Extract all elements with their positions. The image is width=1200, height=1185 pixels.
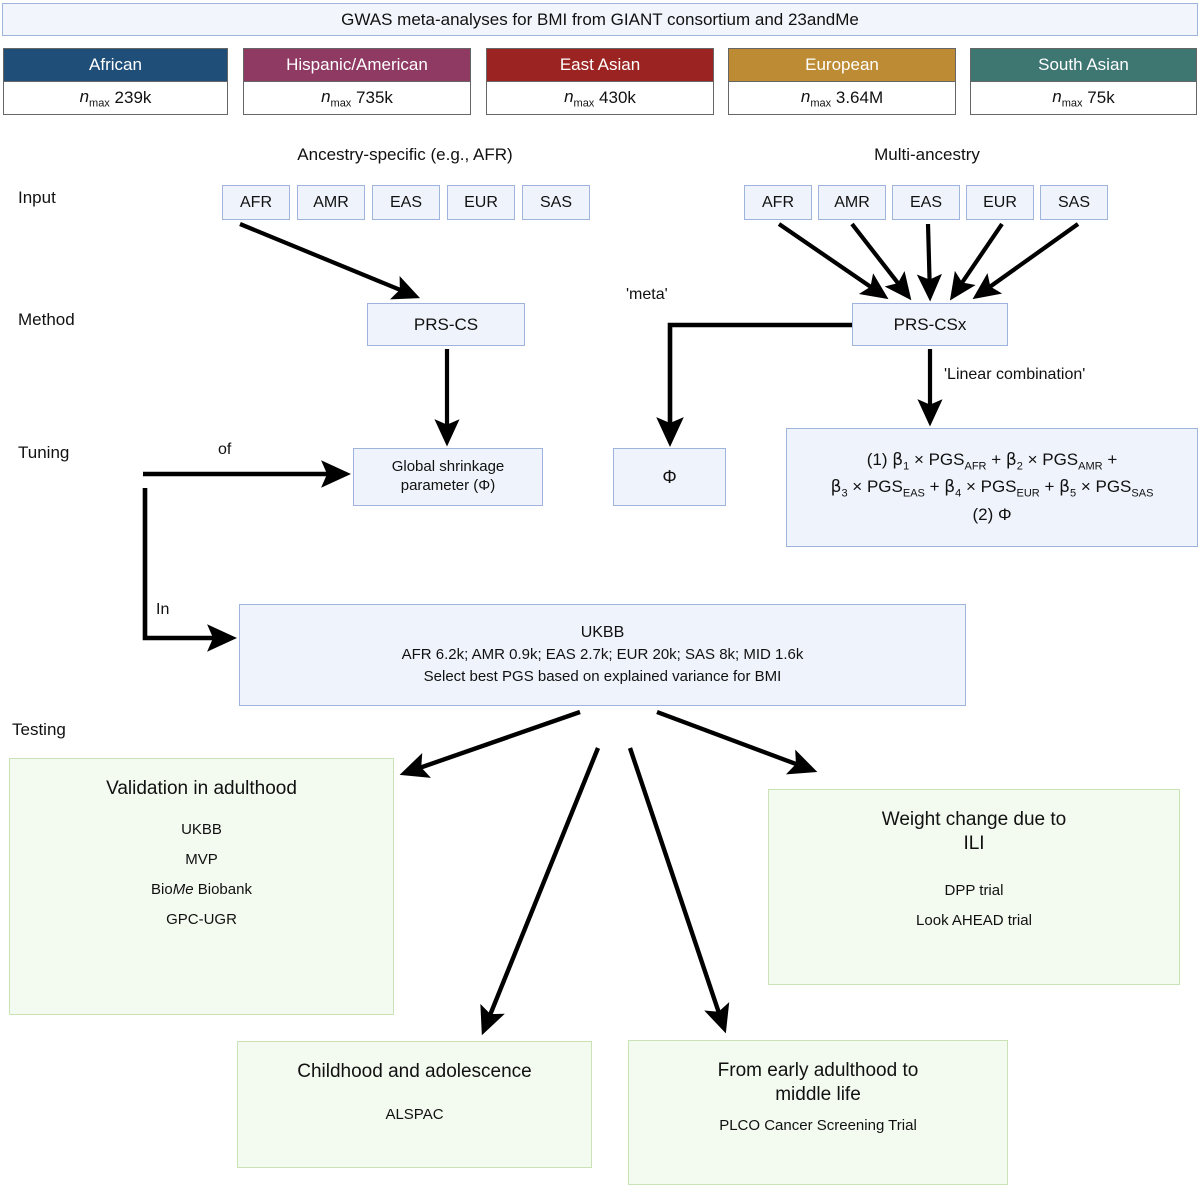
ancestry-column-african: African nmax 239k [3, 48, 228, 115]
ancestry-nmax-african: nmax 239k [3, 82, 228, 115]
ancestry-name-hispanic-american: Hispanic/American [243, 48, 471, 82]
input-chip-amr-multi[interactable]: AMR [818, 185, 886, 220]
input-chip-sas-multi[interactable]: SAS [1040, 185, 1108, 220]
testing-box-title: From early adulthood to middle life [629, 1059, 1007, 1107]
ancestry-name-european: European [728, 48, 956, 82]
input-chip-eur-specific[interactable]: EUR [447, 185, 515, 220]
testing-box-title-line2: middle life [775, 1083, 861, 1105]
formula-line-2: β3 × PGSEAS + β4 × PGSEUR + β5 × PGSSAS [830, 477, 1154, 500]
tuning-box-linear-combination[interactable]: (1) β1 × PGSAFR + β2 × PGSAMR + β3 × PGS… [786, 428, 1198, 547]
arrow-sas-multi-to-prscsx [972, 222, 1080, 300]
nmax-value: 239k [114, 88, 152, 107]
list-item: PLCO Cancer Screening Trial [719, 1116, 917, 1134]
testing-box-title-line1: From early adulthood to [717, 1060, 919, 1081]
nmax-value: 3.64M [835, 88, 884, 107]
ancestry-column-south-asian: South Asian nmax 75k [970, 48, 1197, 115]
testing-box-title-line1: Weight change due to [881, 809, 1067, 830]
list-item: BioMe Biobank [151, 880, 252, 898]
nmax-symbol: nmax [564, 86, 595, 110]
ancestry-name-south-asian: South Asian [970, 48, 1197, 82]
testing-box-title: Weight change due to ILI [769, 808, 1179, 856]
input-chip-afr-specific[interactable]: AFR [222, 185, 290, 220]
arrow-eur-multi-to-prscsx [949, 222, 1004, 301]
nmax-symbol: nmax [321, 86, 352, 110]
input-chip-eur-multi[interactable]: EUR [966, 185, 1034, 220]
arrow-ukbb-to-childhood-adolescence [480, 747, 601, 1036]
formula-line-1: (1) β1 × PGSAFR + β2 × PGSAMR + [866, 449, 1118, 473]
ukbb-counts: AFR 6.2k; AMR 0.9k; EAS 2.7k; EUR 20k; S… [401, 646, 804, 664]
caption-multi-ancestry: Multi-ancestry [874, 145, 980, 164]
row-label-testing: Testing [12, 720, 66, 739]
row-label-tuning: Tuning [18, 443, 70, 462]
testing-box-items: UKBB MVP BioMe Biobank GPC-UGR [10, 815, 393, 935]
biome-italic-me: Me [172, 880, 194, 898]
input-chip-eas-multi[interactable]: EAS [892, 185, 960, 220]
tuning-box-global-shrinkage[interactable]: Global shrinkage parameter (Φ) [353, 448, 543, 506]
testing-box-validation-adulthood[interactable]: Validation in adulthood UKBB MVP BioMe B… [9, 758, 394, 1015]
input-chip-eas-specific[interactable]: EAS [372, 185, 440, 220]
testing-box-early-adulthood-middle-life[interactable]: From early adulthood to middle life PLCO… [628, 1040, 1008, 1185]
nmax-value: 75k [1087, 88, 1115, 107]
ancestry-column-east-asian: East Asian nmax 430k [486, 48, 714, 115]
list-item: MVP [185, 850, 218, 868]
testing-box-childhood-adolescence[interactable]: Childhood and adolescence ALSPAC [237, 1041, 592, 1168]
testing-box-items: PLCO Cancer Screening Trial [629, 1111, 1007, 1141]
row-label-input: Input [18, 188, 56, 207]
arrow-ukbb-to-validation-adulthood [399, 709, 581, 778]
arrow-afr-to-prscs [239, 222, 421, 300]
list-item: GPC-UGR [166, 910, 237, 928]
row-label-method: Method [18, 310, 75, 329]
testing-box-items: ALSPAC [238, 1100, 591, 1130]
ancestry-column-hispanic-american: Hispanic/American nmax 735k [243, 48, 471, 115]
testing-box-title: Validation in adulthood [106, 778, 297, 799]
nmax-value: 430k [599, 88, 636, 107]
ancestry-nmax-south-asian: nmax 75k [970, 82, 1197, 115]
edge-label-in: In [156, 601, 170, 618]
list-item: UKBB [181, 820, 222, 838]
nmax-symbol: nmax [1052, 86, 1083, 110]
caption-ancestry-specific: Ancestry-specific (e.g., AFR) [297, 145, 513, 164]
page-title: GWAS meta-analyses for BMI from GIANT co… [2, 3, 1198, 36]
arrow-afr-multi-to-prscsx [777, 222, 889, 300]
input-chip-sas-specific[interactable]: SAS [522, 185, 590, 220]
arrow-amr-multi-to-prscsx [850, 222, 912, 301]
method-box-prs-cs[interactable]: PRS-CS [367, 303, 525, 346]
nmax-symbol: nmax [800, 86, 832, 110]
ancestry-name-east-asian: East Asian [486, 48, 714, 82]
global-shrinkage-line1: Global shrinkage [391, 458, 505, 476]
arrow-eas-multi-to-prscsx [916, 223, 942, 302]
arrow-ukbb-to-weight-change-ili [656, 709, 818, 775]
testing-box-title-line2: ILI [963, 832, 985, 854]
testing-box-weight-change-ili[interactable]: Weight change due to ILI DPP trial Look … [768, 789, 1180, 985]
tuning-box-phi[interactable]: Φ [613, 448, 726, 506]
list-item: ALSPAC [385, 1105, 444, 1123]
ancestry-nmax-east-asian: nmax 430k [486, 82, 714, 115]
arrow-meta-to-phi [656, 322, 852, 447]
formula-line-3: (2) Φ [972, 504, 1012, 524]
nmax-value: 735k [356, 88, 393, 107]
edge-label-of: of [218, 441, 232, 458]
ancestry-nmax-european: nmax 3.64M [728, 82, 956, 115]
input-chip-afr-multi[interactable]: AFR [744, 185, 812, 220]
ukbb-box[interactable]: UKBB AFR 6.2k; AMR 0.9k; EAS 2.7k; EUR 2… [239, 604, 966, 706]
testing-box-items: DPP trial Look AHEAD trial [769, 876, 1179, 936]
list-item: Look AHEAD trial [916, 911, 1032, 929]
global-shrinkage-line2: parameter (Φ) [400, 477, 496, 494]
edge-label-meta: 'meta' [626, 286, 668, 303]
list-item: DPP trial [944, 881, 1004, 899]
nmax-symbol: nmax [79, 86, 110, 110]
ancestry-name-african: African [3, 48, 228, 82]
edge-label-linear-combination: 'Linear combination' [944, 366, 1086, 383]
testing-box-title: Childhood and adolescence [297, 1061, 532, 1082]
method-box-prs-csx[interactable]: PRS-CSx [852, 303, 1008, 346]
arrow-ukbb-to-early-adulthood [627, 747, 730, 1034]
formula-line1-prefix: (1) [866, 449, 893, 469]
ancestry-nmax-hispanic-american: nmax 735k [243, 82, 471, 115]
ancestry-column-european: European nmax 3.64M [728, 48, 956, 115]
ukbb-selection: Select best PGS based on explained varia… [423, 668, 782, 685]
input-chip-amr-specific[interactable]: AMR [297, 185, 365, 220]
ukbb-title: UKBB [580, 624, 625, 642]
